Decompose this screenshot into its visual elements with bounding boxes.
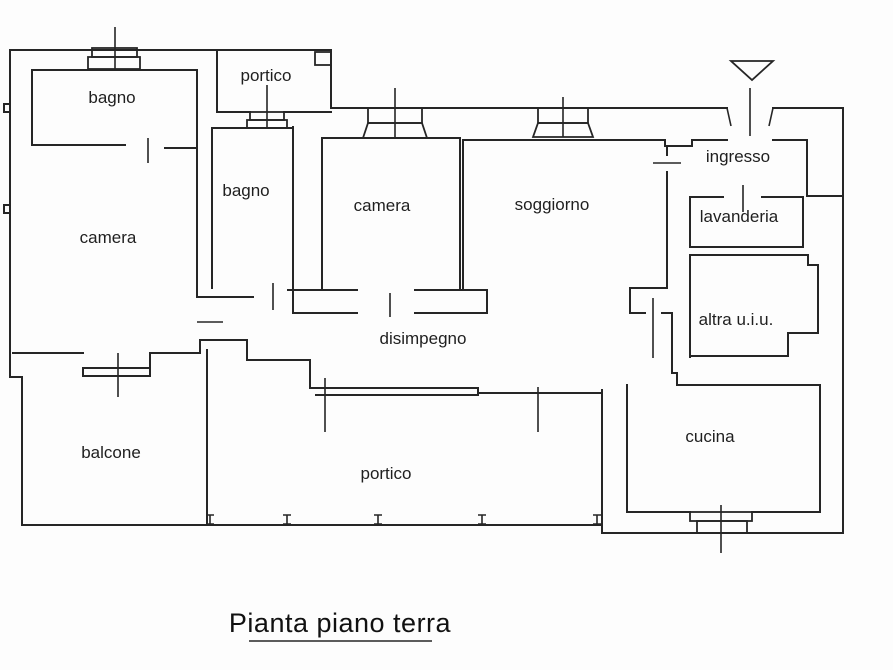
entrance-arrow-icon	[728, 60, 776, 82]
room-label-cucina: cucina	[685, 427, 735, 446]
porch-column-markers	[206, 514, 601, 525]
window-symbols	[87, 27, 753, 553]
room-label-camera-mid: camera	[354, 196, 411, 215]
door-marks	[147, 107, 774, 358]
pilaster-square	[314, 51, 332, 66]
room-label-altra-uiu: altra u.i.u.	[699, 310, 774, 329]
room-label-portico-bottom: portico	[360, 464, 411, 483]
window-icon	[531, 122, 595, 138]
title-block: Pianta piano terra	[229, 608, 452, 642]
window-icon	[361, 122, 429, 139]
room-labels: bagno portico camera bagno camera soggio…	[80, 66, 779, 483]
room-label-disimpegno: disimpegno	[380, 329, 467, 348]
walls	[3, 49, 844, 534]
column-icon	[478, 514, 486, 525]
room-label-ingresso: ingresso	[706, 147, 770, 166]
column-icon	[593, 514, 601, 525]
window-stems	[114, 27, 751, 553]
room-label-soggiorno: soggiorno	[515, 195, 590, 214]
entrance-jambs	[726, 107, 774, 127]
plan-title: Pianta piano terra	[229, 608, 452, 638]
window-icon	[87, 56, 141, 70]
room-label-bagno-mid: bagno	[222, 181, 269, 200]
room-label-portico-top: portico	[240, 66, 291, 85]
room-label-camera-w: camera	[80, 228, 137, 247]
room-label-lavanderia: lavanderia	[700, 207, 779, 226]
room-label-bagno-nw: bagno	[88, 88, 135, 107]
window-icon	[696, 520, 748, 534]
column-icon	[283, 514, 291, 525]
room-label-balcone: balcone	[81, 443, 141, 462]
column-icon	[206, 514, 214, 525]
door-tick-marks	[147, 138, 744, 358]
column-icon	[374, 514, 382, 525]
